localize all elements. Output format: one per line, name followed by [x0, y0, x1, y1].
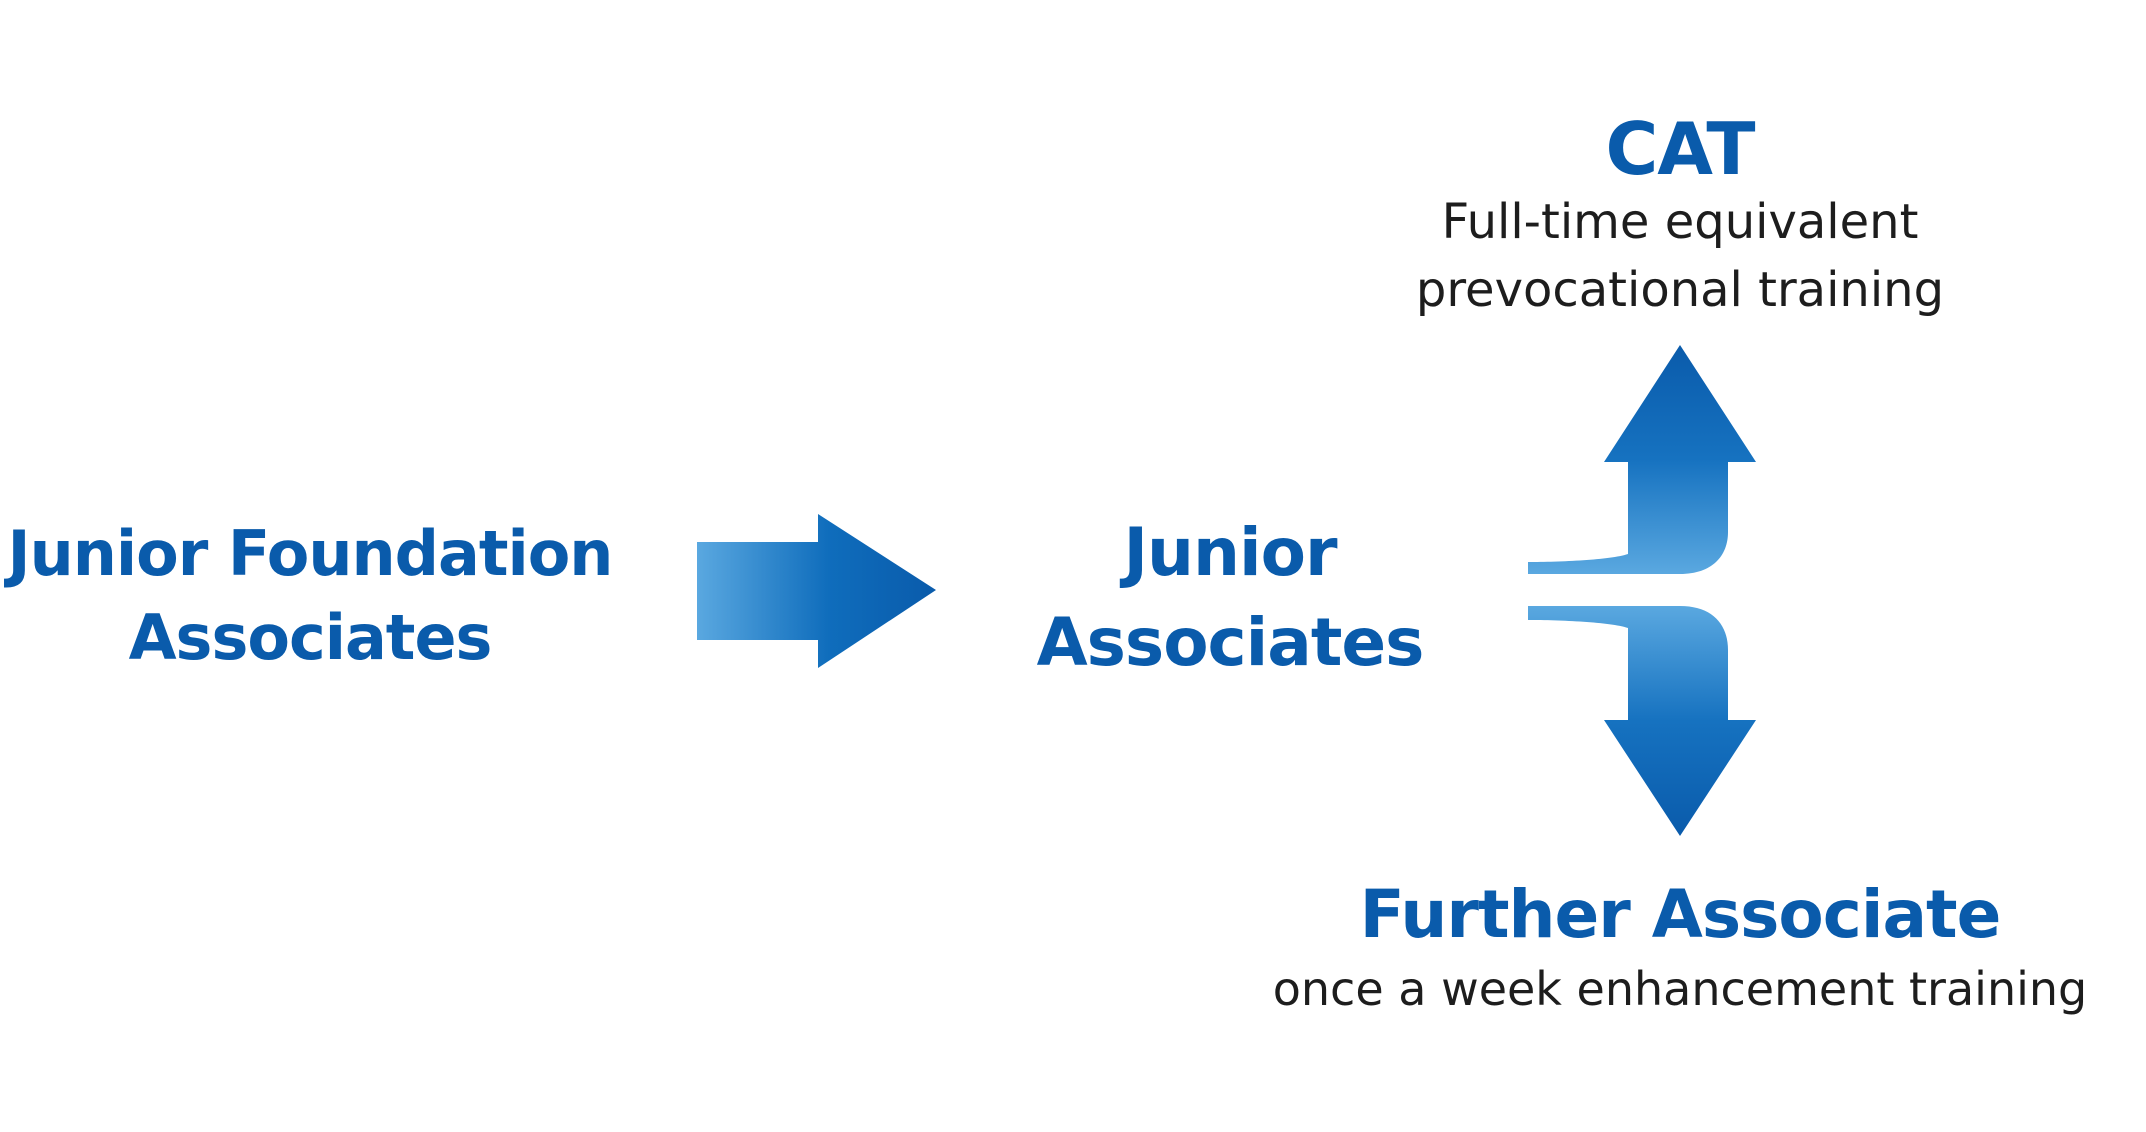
node-further-associate-title: Further Associate — [1359, 876, 2002, 953]
node-label-line2: Associates — [128, 601, 493, 674]
node-label-line2: Associates — [1036, 604, 1425, 681]
node-cat-description: Full-time equivalent prevocational train… — [1320, 188, 2040, 324]
node-junior-foundation-associates: Junior Foundation Associates — [0, 512, 620, 680]
node-junior-associates: Junior Associates — [1010, 508, 1450, 688]
node-label-line1: Junior — [1123, 514, 1337, 591]
node-cat-desc-line2: prevocational training — [1415, 262, 1945, 318]
arrow-up-curved — [1528, 345, 1756, 574]
arrow-down-curved — [1528, 606, 1756, 836]
arrow-right — [697, 514, 936, 668]
node-cat-desc-line1: Full-time equivalent — [1441, 194, 1919, 250]
node-further-associate-description: once a week enhancement training — [1272, 962, 2088, 1016]
node-label-line1: Junior Foundation — [7, 517, 614, 590]
node-cat-title: CAT — [1605, 107, 1755, 191]
